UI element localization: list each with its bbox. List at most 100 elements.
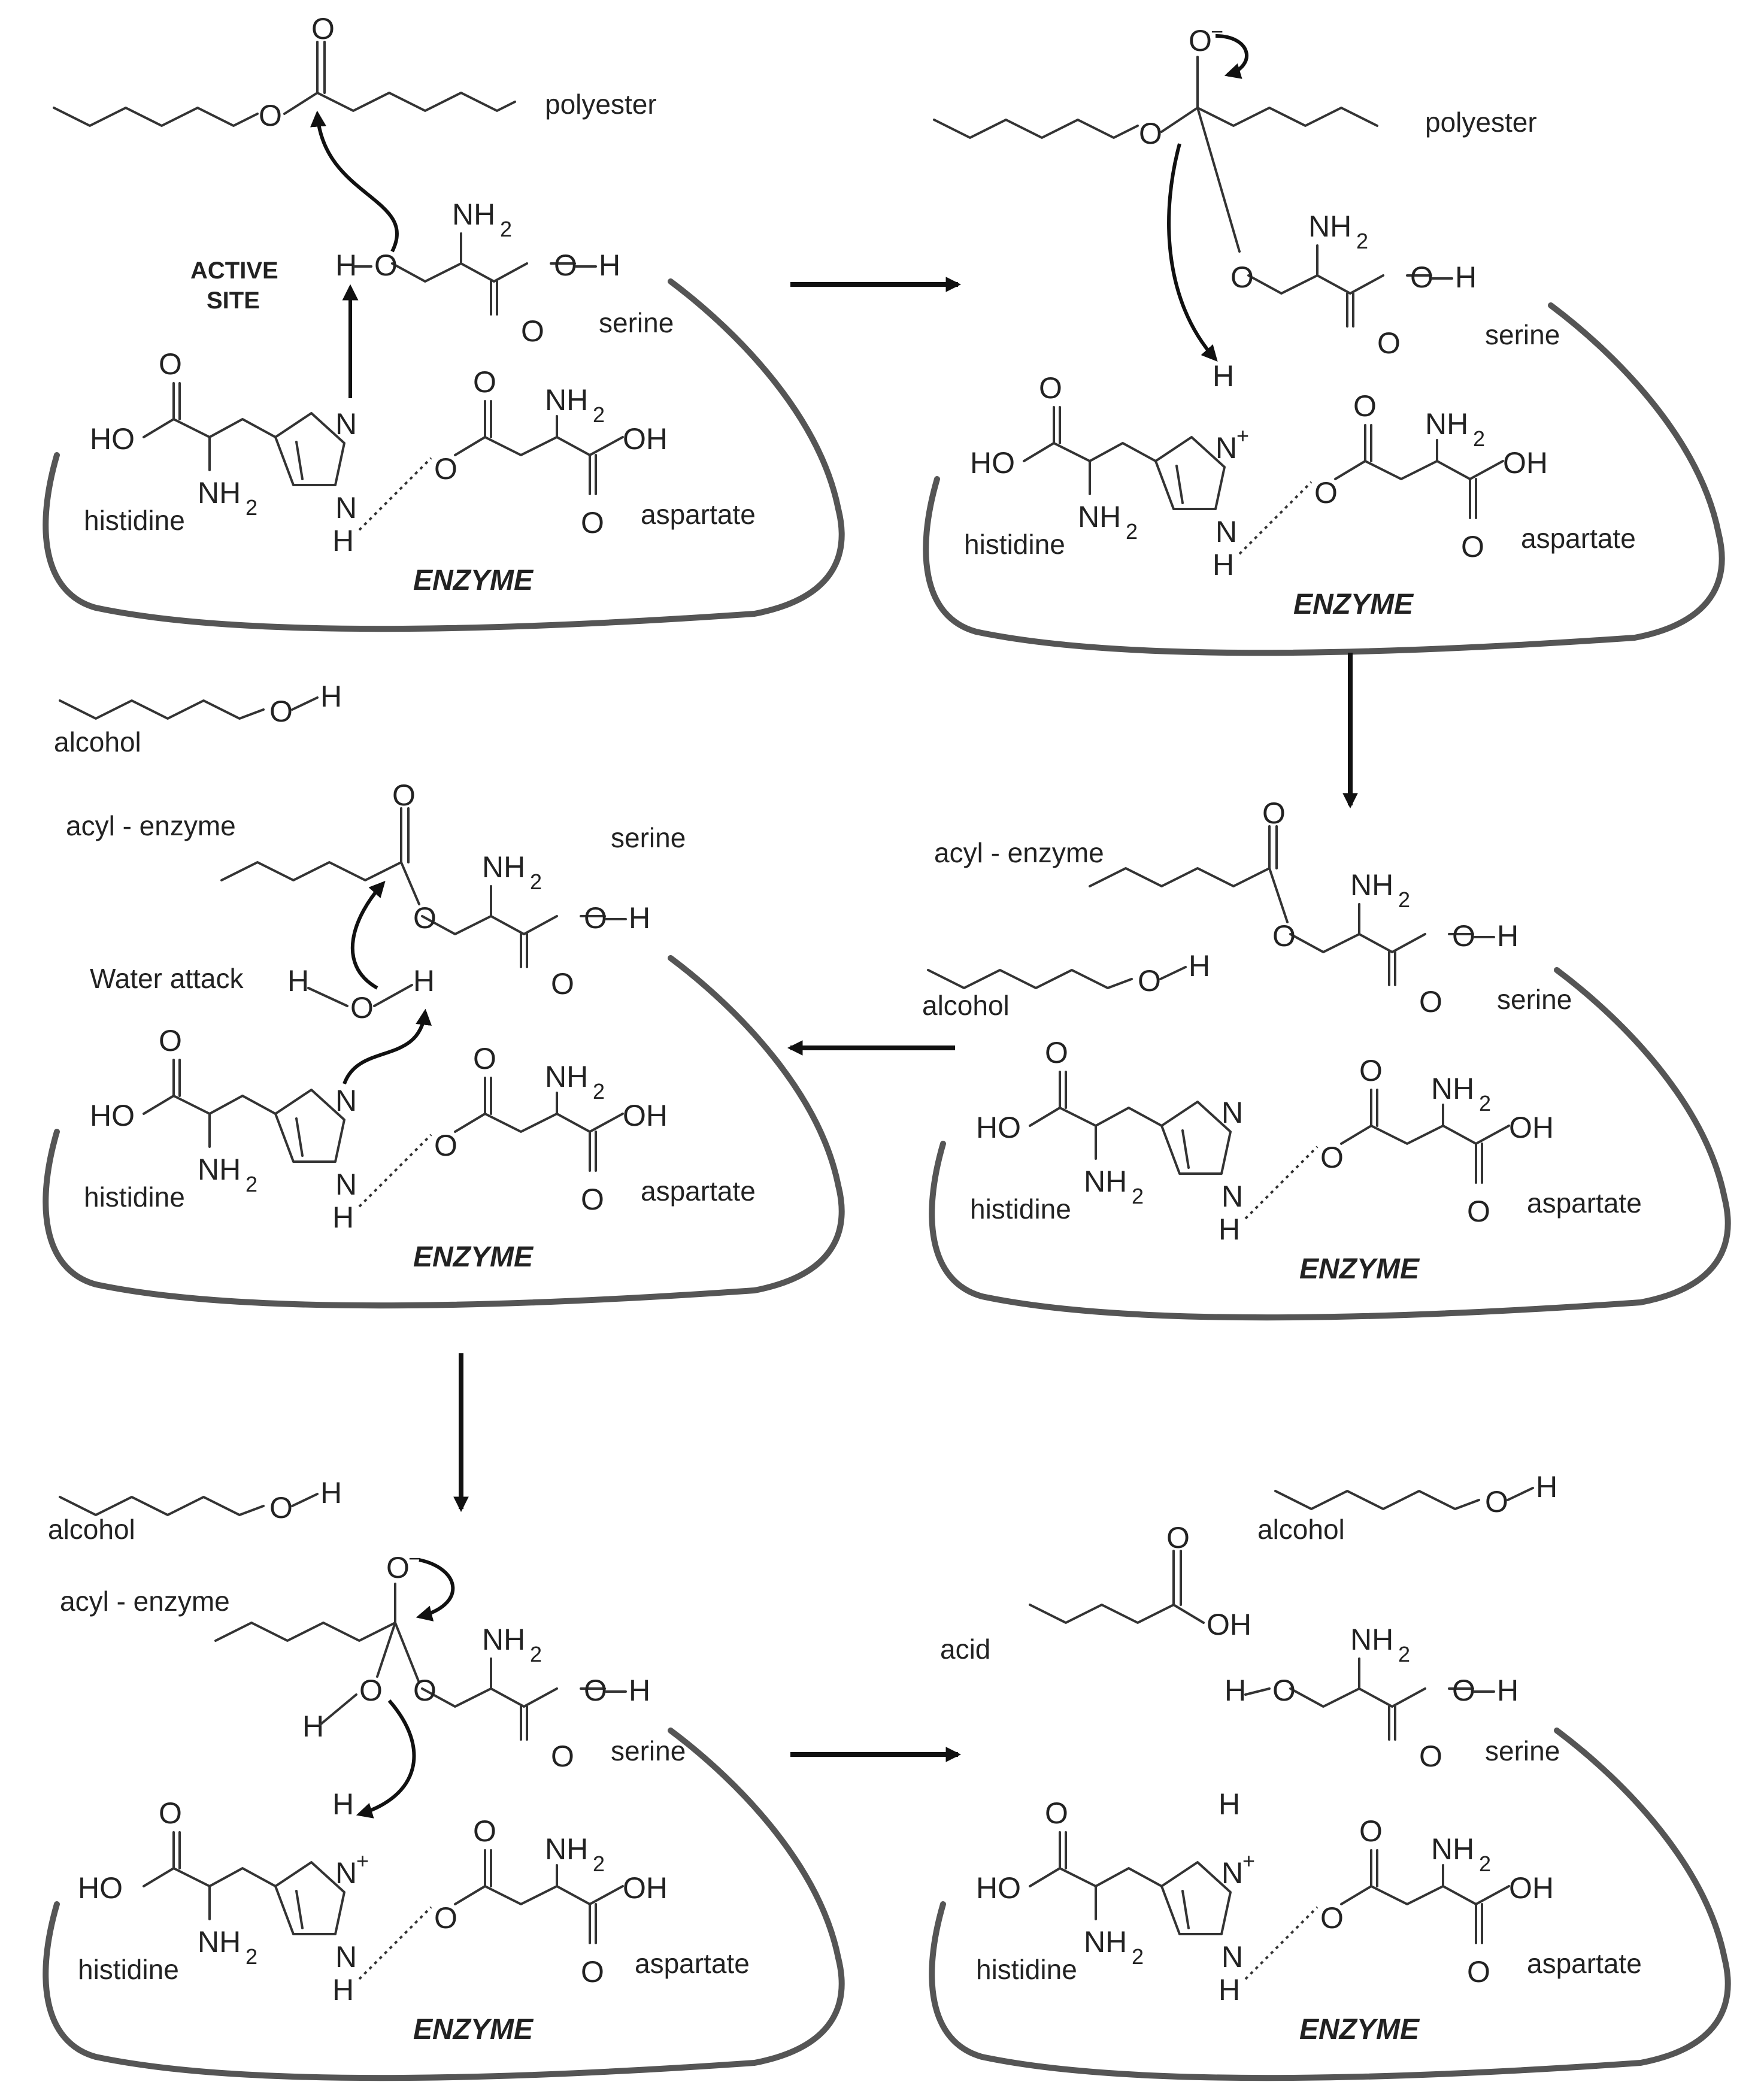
svg-text:−: − [1211, 19, 1223, 44]
svg-text:O: O [159, 1024, 182, 1057]
svg-text:aspartate: aspartate [641, 1175, 756, 1207]
svg-text:H: H [1219, 1787, 1240, 1821]
svg-text:aspartate: aspartate [635, 1948, 750, 1979]
panel-4-water-attack: O H alcohol acyl - enzyme O O NH 2 O H O… [46, 680, 841, 1305]
svg-text:H: H [599, 249, 620, 282]
svg-text:H: H [332, 524, 354, 557]
histidine-amine: NH [198, 476, 241, 510]
svg-text:OH: OH [623, 422, 668, 456]
svg-text:+: + [1236, 423, 1249, 448]
svg-text:HO: HO [976, 1111, 1021, 1144]
svg-text:histidine: histidine [976, 1954, 1077, 1985]
svg-text:polyester: polyester [1425, 107, 1537, 138]
enzyme-label: ENZYME [413, 565, 534, 596]
svg-text:aspartate: aspartate [1527, 1187, 1642, 1219]
svg-text:H: H [320, 1476, 342, 1510]
polyester-label: polyester [545, 89, 657, 120]
histidine-label: histidine [84, 505, 185, 536]
svg-text:histidine: histidine [78, 1954, 179, 1985]
svg-text:2: 2 [1398, 887, 1410, 912]
svg-text:O: O [159, 1796, 182, 1830]
svg-text:O: O [1419, 985, 1442, 1019]
svg-text:O: O [473, 1042, 496, 1075]
svg-text:O: O [581, 506, 604, 540]
svg-text:2: 2 [1126, 519, 1138, 544]
svg-text:O: O [359, 1674, 383, 1707]
svg-text:aspartate: aspartate [1521, 523, 1636, 554]
svg-text:H: H [629, 901, 650, 935]
serine-amine: NH [452, 198, 495, 231]
svg-text:N: N [1216, 515, 1237, 548]
svg-text:H: H [629, 1674, 650, 1707]
svg-text:O: O [584, 901, 607, 935]
svg-text:O: O [473, 1814, 496, 1848]
svg-text:alcohol: alcohol [1257, 1514, 1345, 1545]
svg-text:2: 2 [530, 869, 542, 894]
svg-text:2: 2 [1132, 1184, 1144, 1208]
svg-text:O: O [1419, 1740, 1442, 1773]
svg-text:O: O [1485, 1485, 1508, 1519]
serine-acid-oh: O [554, 249, 577, 282]
svg-text:ENZYME: ENZYME [1299, 1253, 1420, 1285]
svg-text:OH: OH [1509, 1871, 1554, 1905]
svg-text:OH: OH [1503, 446, 1548, 480]
svg-text:O: O [1377, 326, 1401, 360]
svg-text:acyl - enzyme: acyl - enzyme [66, 810, 236, 841]
svg-text:H: H [320, 680, 342, 713]
svg-text:O: O [1138, 964, 1161, 998]
svg-text:O: O [1452, 919, 1475, 953]
svg-text:O: O [1045, 1036, 1068, 1069]
svg-text:O: O [1359, 1054, 1383, 1087]
svg-text:ENZYME: ENZYME [413, 2014, 534, 2045]
svg-text:O: O [434, 1129, 457, 1162]
serine-oxygen: O [374, 249, 398, 282]
svg-text:N: N [335, 1084, 357, 1117]
svg-text:2: 2 [1473, 426, 1485, 451]
svg-text:HO: HO [78, 1871, 123, 1905]
svg-text:ENZYME: ENZYME [1299, 2014, 1420, 2045]
svg-text:N: N [1222, 1940, 1243, 1974]
svg-text:H: H [1189, 949, 1210, 983]
svg-text:H: H [1213, 548, 1234, 581]
svg-text:2: 2 [530, 1642, 542, 1666]
svg-text:O: O [1045, 1796, 1068, 1830]
svg-text:O: O [392, 778, 416, 812]
serine-label: serine [599, 307, 674, 338]
svg-text:acyl - enzyme: acyl - enzyme [60, 1586, 230, 1617]
svg-text:2: 2 [1132, 1944, 1144, 1969]
svg-text:NH: NH [545, 1832, 588, 1866]
svg-text:O: O [386, 1551, 410, 1584]
active-site-label: ACTIVE [190, 257, 278, 284]
svg-text:N: N [1222, 1096, 1243, 1129]
svg-text:N: N [335, 1940, 357, 1974]
svg-text:2: 2 [245, 495, 257, 520]
svg-text:H: H [1497, 1674, 1519, 1707]
svg-text:NH: NH [545, 383, 588, 417]
svg-text:O: O [269, 695, 293, 728]
svg-text:serine: serine [611, 1735, 686, 1766]
svg-text:H: H [1225, 1674, 1246, 1707]
svg-text:SITE: SITE [207, 287, 260, 314]
svg-text:O: O [413, 1674, 437, 1707]
svg-text:2: 2 [1479, 1091, 1491, 1116]
svg-text:NH: NH [198, 1925, 241, 1959]
svg-text:HO: HO [90, 1099, 135, 1132]
svg-text:O: O [551, 1740, 574, 1773]
svg-text:O: O [1272, 919, 1296, 953]
svg-text:NH: NH [482, 1623, 525, 1656]
oxyanion: O [1189, 24, 1212, 57]
svg-text:N: N [1222, 1856, 1243, 1890]
svg-text:2: 2 [1479, 1851, 1491, 1876]
svg-text:H: H [1213, 359, 1234, 393]
polyester-chain [53, 107, 259, 127]
svg-text:histidine: histidine [970, 1193, 1071, 1225]
water-h-left: H [287, 964, 309, 998]
panel-2-tetrahedral-intermediate: O − O polyester O NH 2 O H O serine HO O… [926, 19, 1721, 653]
svg-text:H: H [302, 1710, 324, 1743]
histidine-n: N [335, 407, 357, 441]
svg-text:O: O [1320, 1901, 1344, 1935]
svg-text:O: O [1230, 260, 1254, 294]
svg-text:O: O [1320, 1141, 1344, 1174]
acid-carbonyl-oxygen: O [1166, 1521, 1190, 1554]
svg-text:H: H [1497, 919, 1519, 953]
